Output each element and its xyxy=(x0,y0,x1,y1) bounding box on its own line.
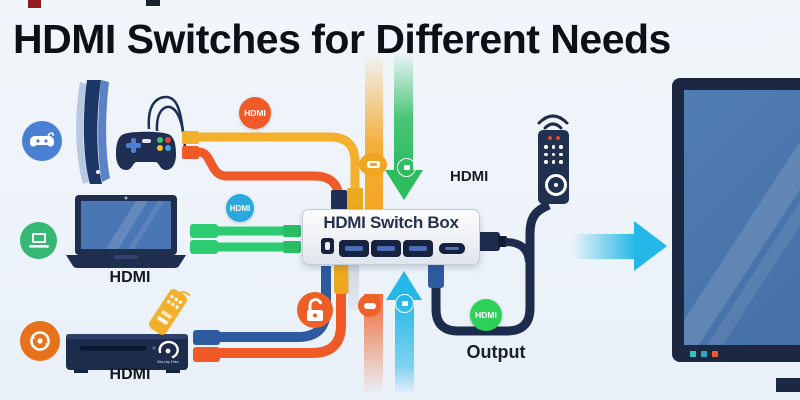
hdmi-plug-green-1 xyxy=(190,224,218,238)
bluray-player-illustration: Blu-ray Disc xyxy=(66,289,190,373)
hdmi-plug-yellow-start xyxy=(182,131,199,144)
top-edge-dark-mark xyxy=(146,0,160,6)
ir-remote-illustration xyxy=(538,130,569,204)
hdmi-badge-output: HDMI xyxy=(470,299,502,331)
tv-stand xyxy=(776,378,800,392)
page-title: HDMI Switches for Different Needs xyxy=(13,16,671,62)
cable-orange-2 xyxy=(219,292,346,358)
disc-icon xyxy=(20,321,60,361)
cable-orange xyxy=(197,147,344,201)
game-console-illustration xyxy=(76,80,110,184)
loose-cable-stub xyxy=(348,262,359,311)
tv-illustration xyxy=(672,78,800,362)
laptop-icon xyxy=(20,222,57,259)
hdmi-plug-yellow xyxy=(347,188,363,211)
hdmi-plug-navy xyxy=(331,190,347,211)
hdmi-badge-laptop: HDMI xyxy=(226,194,254,222)
loop-plug-blue xyxy=(428,262,444,288)
green-connector-2 xyxy=(283,241,301,253)
switch-box-title: HDMI Switch Box xyxy=(323,213,459,232)
gamepad-icon xyxy=(22,121,62,161)
tv-screen xyxy=(684,90,800,345)
remote-power-leds xyxy=(538,136,569,140)
remote-cable-loop xyxy=(431,200,551,336)
laptop-illustration xyxy=(66,195,186,268)
flow-arrow-cyan-up xyxy=(386,271,422,395)
bluray-remote-illustration xyxy=(149,289,187,335)
flow-band-orange-top xyxy=(365,52,383,210)
output-arrow-body xyxy=(572,234,636,259)
output-plug xyxy=(476,232,500,251)
output-hdmi-label: HDMI xyxy=(450,168,489,185)
hdmi-port-3 xyxy=(403,240,433,257)
remote-signal-icon xyxy=(175,291,190,297)
usb-port xyxy=(321,238,334,254)
hdmi-switch-box: HDMI Switch Box xyxy=(302,209,480,265)
tv-indicator-lights xyxy=(690,351,718,357)
cable-yellow xyxy=(199,132,360,196)
hdmi-plug-orange-start xyxy=(182,146,199,159)
flow-arrow-green-down xyxy=(385,52,423,200)
hdmi-plug-blue xyxy=(193,330,220,345)
hdmi-connector-icon xyxy=(359,153,387,176)
svg-text:Blu-ray Disc: Blu-ray Disc xyxy=(157,359,179,364)
remote-buttons xyxy=(538,145,569,164)
remote-ok-button xyxy=(545,174,567,196)
box-mini-icon xyxy=(395,294,414,313)
output-label: Output xyxy=(466,342,526,362)
green-connector-1 xyxy=(283,225,301,237)
hdmi-plug-green-2 xyxy=(190,240,218,254)
bluray-logo: Blu-ray Disc xyxy=(157,340,179,364)
laptop-hdmi-label: HDMI xyxy=(109,269,151,286)
hdmi-port-2 xyxy=(371,240,401,257)
hdmi-plug-yellow-bottom xyxy=(334,262,349,294)
flow-band-orange-bottom xyxy=(364,294,383,394)
hdmi-badge-console: HDMI xyxy=(239,97,271,129)
padlock-icon xyxy=(297,292,333,328)
output-stub-cable xyxy=(504,238,533,263)
bluray-hdmi-label: HDMI xyxy=(109,366,151,383)
hdmi-port-4 xyxy=(439,243,465,254)
hdmi-plug-orange-2 xyxy=(193,347,220,362)
plug-icon xyxy=(397,158,416,177)
game-controller-illustration xyxy=(116,131,176,170)
gamepad-mini-icon xyxy=(358,294,381,317)
hdmi-port-1 xyxy=(339,240,369,257)
output-plug-tip xyxy=(498,236,507,247)
top-edge-red-mark xyxy=(28,0,41,8)
